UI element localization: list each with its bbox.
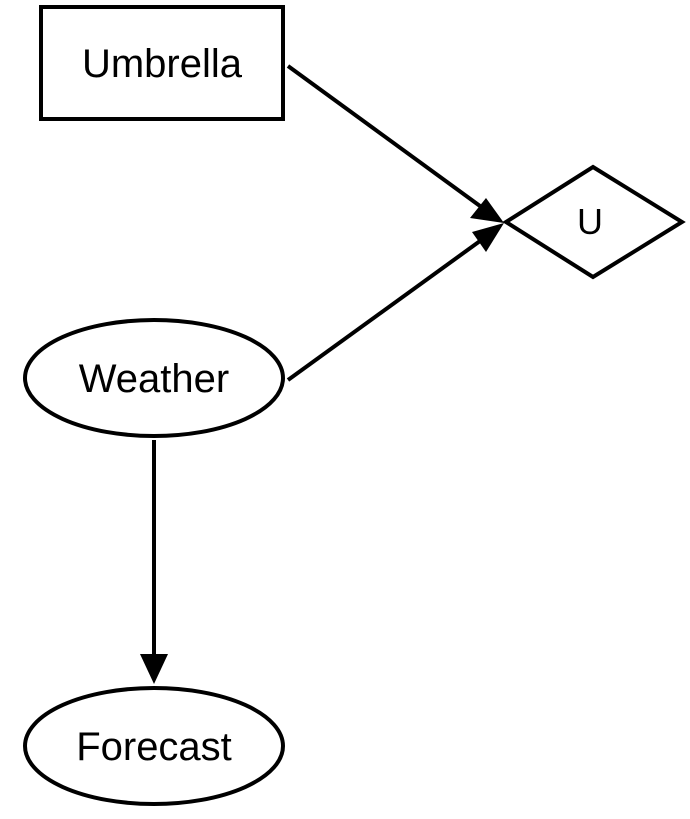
utility-node-diamond	[502, 164, 686, 280]
node-utility-label: U	[577, 201, 603, 242]
node-weather[interactable]: Weather	[23, 318, 285, 438]
chance-node-ellipse	[23, 686, 285, 806]
node-forecast-label: Forecast	[76, 725, 232, 769]
arrowhead-weather-to-u	[472, 223, 504, 252]
node-utility[interactable]: U	[502, 164, 686, 280]
node-umbrella[interactable]: Umbrella	[39, 5, 285, 121]
node-umbrella-label: Umbrella	[82, 42, 243, 86]
decision-node-rect	[39, 5, 285, 121]
node-weather-label: Weather	[79, 357, 229, 401]
node-forecast[interactable]: Forecast	[23, 686, 285, 806]
chance-node-ellipse	[23, 318, 285, 438]
arrowhead-weather-to-forecast	[140, 654, 168, 684]
arrowhead-umbrella-to-u	[470, 198, 504, 223]
edge-weather-to-forecast	[140, 440, 168, 684]
edge-umbrella-to-u	[286, 64, 504, 223]
edge-weather-to-u	[286, 223, 504, 382]
